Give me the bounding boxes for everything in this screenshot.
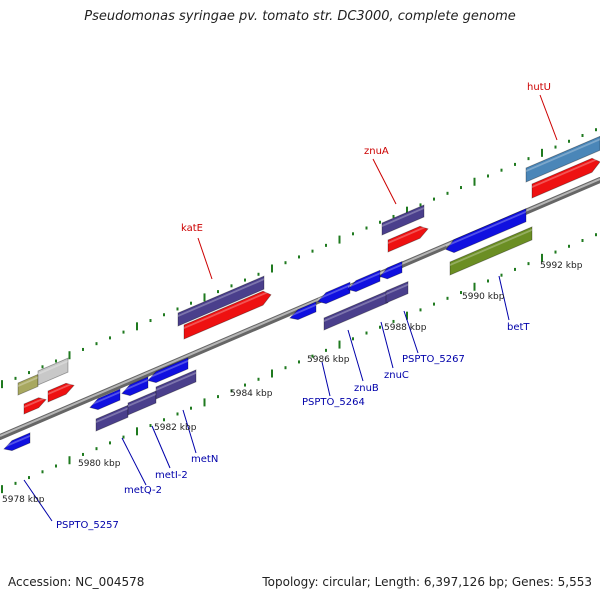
gene-red [387,225,429,253]
label-leader [372,158,397,205]
gene-PSPTO_5257-shine [4,434,30,448]
gene-hutU-shine [526,138,600,172]
gene-label-metI-2: metI-2 [155,470,188,481]
gene-red-shine [184,289,271,329]
gene-blue-shine [318,284,350,300]
gene-metI-2-shine [128,393,156,407]
label-leader [347,329,364,382]
scale-label: 5982 kbp [154,423,197,433]
gene-blue-shine [148,359,188,379]
gene-red [183,290,272,340]
gene-red-shine [48,381,74,395]
gene-hutU [525,135,600,183]
label-leader [151,425,171,469]
gene-blue-shine [90,391,120,406]
label-leader [23,479,53,522]
gene-grey-shine [38,360,68,375]
gene-blue [445,208,527,254]
gene-label-metN: metN [191,454,218,465]
label-leader [121,437,147,486]
gene-blue-shine [446,210,526,247]
gene-PSPTO_5257 [3,432,31,451]
gene-label-znuA: znuA [364,146,389,157]
gene-metQ-2-shine [96,407,128,423]
gene-khaki-shine [18,376,38,387]
gene-label-PSPTO_5257: PSPTO_5257 [56,520,119,531]
gene-metQ-2 [95,404,129,432]
label-leader [182,409,197,454]
label-leaders [23,94,558,522]
tick-marks [1,128,597,494]
scale-label: 5988 kbp [384,323,427,333]
gene-znuC [385,280,409,304]
gene-znuB-shine [324,292,388,322]
gene-label-metQ-2: metQ-2 [124,485,162,496]
gene-blue [317,281,351,304]
label-leader [321,361,331,397]
gene-blue [347,269,381,292]
scale-label: 5978 kbp [2,495,45,505]
gene-znuA [381,204,425,236]
label-leader [498,275,510,321]
gene-red-shine [24,396,46,408]
scale-label: 5986 kbp [307,355,350,365]
gene-label-znuB: znuB [354,383,379,394]
genome-title: Pseudomonas syringae pv. tomato str. DC3… [84,9,516,24]
gene-label-betT: betT [507,322,530,333]
topology-text: Topology: circular; Length: 6,397,126 bp… [262,575,592,589]
accession-text: Accession: NC_004578 [8,575,145,589]
gene-katE [177,275,265,327]
gene-blue [147,357,189,383]
gene-features [3,135,600,451]
gene-znuA-shine [382,207,424,227]
gene-grey [37,357,69,386]
gene-blue-shine [348,272,380,288]
gene-label-katE: katE [181,223,203,234]
gene-metN-shine [156,371,196,391]
gene-label-hutU: hutU [527,82,551,93]
gene-betT-shine [450,228,532,266]
gene-blue [121,376,149,396]
label-leader [403,310,419,354]
gene-blue-shine [122,378,148,392]
label-leader [539,94,558,141]
gene-red-shine [532,156,600,188]
gene-label-PSPTO_5267: PSPTO_5267 [402,354,465,365]
gene-red [23,397,47,415]
gene-blue-shine [380,263,402,275]
gene-metI-2 [127,390,157,416]
scale-label: 5984 kbp [230,389,273,399]
gene-blue [379,260,403,280]
scale-label: 5992 kbp [540,261,583,271]
scale-label: 5980 kbp [78,459,121,469]
gene-blue [89,388,121,410]
gene-red-shine [388,224,428,244]
gene-znuC-shine [386,283,408,295]
label-leader [380,321,394,369]
label-leader [197,237,213,280]
gene-label-znuC: znuC [384,370,409,381]
gene-betT [449,226,533,276]
scale-label: 5990 kbp [462,292,505,302]
gene-znuB [323,289,389,331]
gene-PSPTO_5264-shine [290,303,316,317]
gene-PSPTO_5264 [289,301,317,320]
gene-red [47,382,75,403]
gene-red [531,157,600,199]
gene-metN [155,369,197,400]
gene-katE-shine [178,278,264,317]
gene-khaki [17,373,39,396]
labels: 5978 kbp 5980 kbp 5982 kbp 5984 kbp 5986 kbp… [2,82,583,531]
gene-label-PSPTO_5264: PSPTO_5264 [302,397,365,408]
